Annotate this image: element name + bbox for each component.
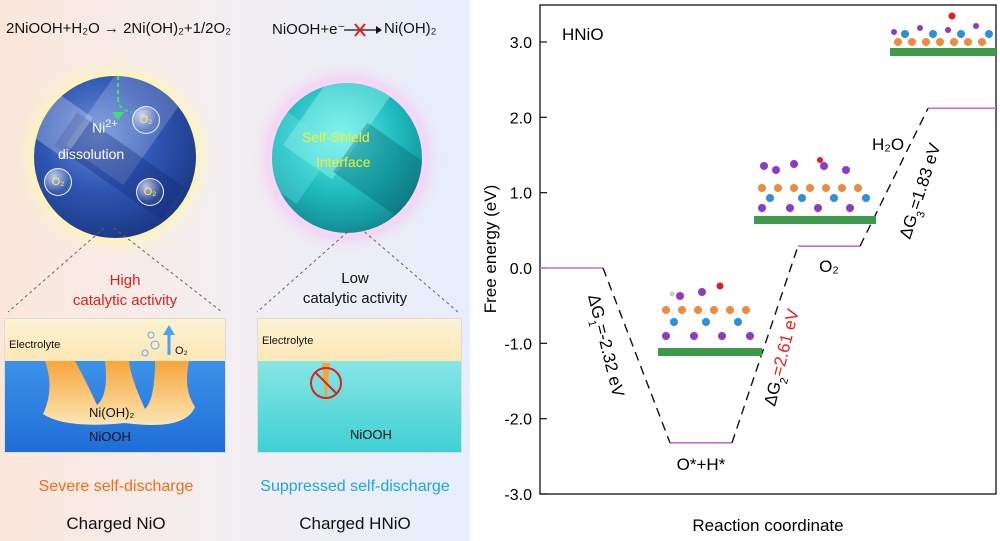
nio-activity-label: catalytic activity — [72, 292, 178, 309]
electrolyte-label: Electrolyte — [262, 335, 314, 347]
y-tick-label: -2.0 — [504, 412, 532, 429]
reduction-equation-right: Ni(OH)₂ — [384, 20, 437, 37]
delta-g1-label: ΔG1=-2.32 eV — [579, 292, 628, 400]
delta-g3-label: ΔG3=1.83 eV — [896, 140, 950, 242]
corrosion-pits — [43, 325, 195, 425]
nio-electrode-box: Electrolyte O₂ Ni(OH)₂ NiOOH — [4, 318, 226, 453]
x-axis-label: Reaction coordinate — [692, 516, 843, 535]
reduction-equation-left: NiOOH+e⁻ — [272, 21, 346, 38]
structure-model-icon — [658, 282, 762, 356]
chart-title: HNiO — [562, 25, 604, 44]
y-tick-label: -1.0 — [504, 336, 532, 353]
reaction-equation: 2NiOOH+H₂O → 2Ni(OH)₂+1/2O₂ — [6, 20, 232, 37]
nio-result: Severe self-discharge — [38, 478, 194, 495]
electrolyte-label: Electrolyte — [9, 339, 61, 351]
o2-bubble-icon: O₂ — [44, 168, 72, 196]
plot-frame — [539, 4, 997, 495]
y-tick-label: 2.0 — [510, 110, 532, 127]
y-axis-label: Free energy (eV) — [481, 185, 500, 314]
o2-label: O₂ — [175, 345, 188, 357]
energy-level-label: O₂ — [819, 257, 839, 276]
self-shield-label: Self-Shield — [302, 129, 370, 145]
niooh-label: NiOOH — [350, 427, 392, 442]
nio-caption: Charged NiO — [66, 514, 166, 533]
o2-bubble-icon: O₂ — [132, 106, 160, 134]
energy-levels: O*+H* O₂ H₂O — [540, 107, 996, 474]
y-tick-label: 0.0 — [510, 261, 532, 278]
y-axis-ticks: 3.0 2.0 1.0 0.0 -1.0 -2.0 -3.0 — [504, 35, 547, 504]
energy-level-label: H₂O — [872, 135, 904, 154]
hnio-activity-label: catalytic activity — [302, 290, 408, 307]
hnio-result: Suppressed self-discharge — [260, 478, 450, 495]
y-tick-label: 1.0 — [510, 186, 532, 203]
free-energy-chart: HNiO 3.0 2.0 1.0 0.0 -1.0 -2.0 -3.0 Free energ… — [481, 4, 997, 535]
interface-label: Interface — [316, 154, 371, 170]
step-connector — [859, 107, 929, 247]
step-connector — [731, 245, 799, 443]
nioh2-label: Ni(OH)₂ — [89, 405, 135, 420]
step-connector — [602, 267, 671, 444]
hnio-caption: Charged HNiO — [299, 514, 411, 533]
blocked-dissolution-icon — [310, 363, 342, 405]
y-tick-label: -3.0 — [504, 487, 532, 504]
electrolyte-layer — [5, 319, 225, 361]
niooh-label: NiOOH — [89, 429, 131, 444]
hnio-surface-circle: Self-Shield Interface — [272, 83, 422, 233]
electrolyte-layer — [258, 319, 461, 361]
hnio-activity-low: Low — [341, 270, 369, 287]
structure-model-icon — [754, 157, 876, 224]
zoom-guide-lines — [7, 227, 459, 313]
ni-ion-label: Ni2+ — [92, 118, 118, 136]
hnio-electrode-box: Electrolyte NiOOH — [257, 318, 462, 453]
o2-bubble-icon: O₂ — [136, 178, 164, 206]
y-tick-label: 3.0 — [510, 35, 532, 52]
structure-model-icon — [890, 12, 996, 56]
dissolution-arrow-icon — [112, 76, 133, 120]
nio-activity-high: High — [109, 272, 141, 289]
schematic-panel: 2NiOOH+H₂O → 2Ni(OH)₂+1/2O₂ NiOOH+e⁻ Ni(… — [0, 0, 470, 541]
energy-level-label: O*+H* — [677, 455, 726, 474]
nio-surface-circle: Ni2+ dissolution O₂ O₂ O₂ — [34, 76, 196, 238]
blocked-arrow-icon — [344, 23, 382, 37]
dissolution-label: dissolution — [58, 146, 125, 162]
delta-g2-label: ΔG2=2.61 eV — [760, 306, 807, 409]
